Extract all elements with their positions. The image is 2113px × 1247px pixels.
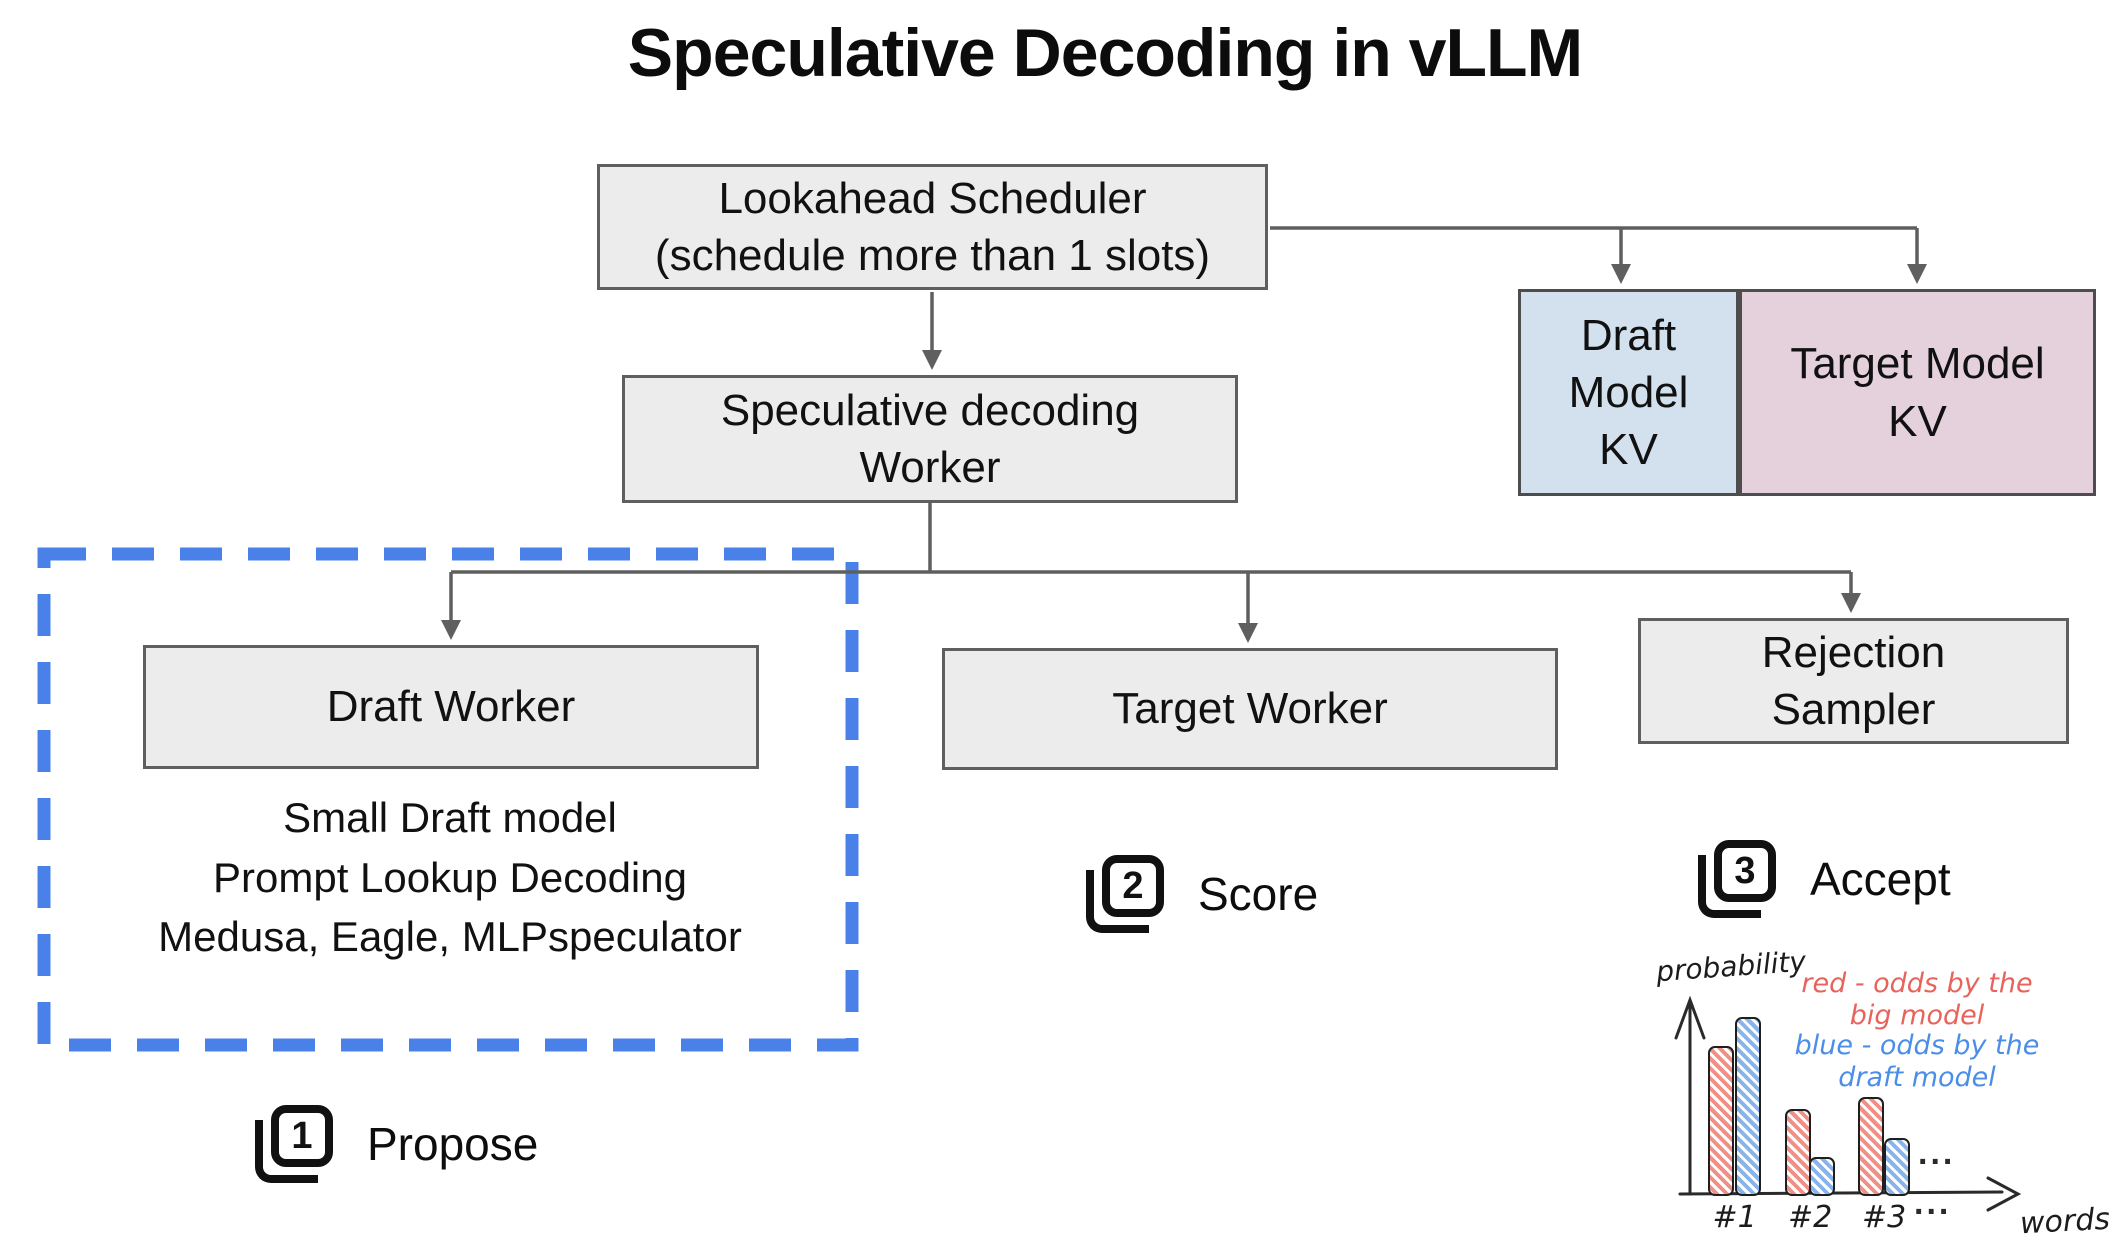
step-label-propose: Propose xyxy=(367,1118,539,1170)
bar-blue-2 xyxy=(1809,1157,1835,1196)
chart-legend-red: red - odds by the big model xyxy=(1801,968,2033,1031)
step-label-score: Score xyxy=(1198,868,1319,920)
ellipsis-below-axis: ... xyxy=(1914,1184,1952,1222)
x-axis xyxy=(1678,1190,2004,1196)
bar-red-2 xyxy=(1785,1109,1811,1196)
bar-red-1 xyxy=(1708,1046,1734,1196)
step-accept: 3 Accept xyxy=(1698,840,1951,918)
chart-category-label: #2 xyxy=(1788,1200,1833,1235)
node-target-model-kv: Target Model KV xyxy=(1739,289,2096,496)
bar-red-3 xyxy=(1858,1097,1884,1196)
chart-axes xyxy=(1674,995,2022,1212)
node-draft-worker: Draft Worker xyxy=(143,645,759,769)
x-axis-label: words xyxy=(2019,1201,2111,1242)
node-target-worker: Target Worker xyxy=(942,648,1558,770)
y-axis-arrowhead xyxy=(1674,995,1706,1040)
step-number: 2 xyxy=(1102,855,1164,917)
step-label-accept: Accept xyxy=(1810,853,1951,905)
filter-2-icon: 2 xyxy=(1086,855,1164,933)
draft-worker-details: Small Draft model Prompt Lookup Decoding… xyxy=(158,794,742,961)
step-number: 1 xyxy=(271,1105,333,1167)
node-speculative-decoding-worker: Speculative decoding Worker xyxy=(622,375,1238,503)
ellipsis-above-axis: ... xyxy=(1918,1134,1956,1172)
chart-category-label: #3 xyxy=(1862,1200,1907,1235)
node-lookahead-scheduler: Lookahead Scheduler (schedule more than … xyxy=(597,164,1268,290)
node-rejection-sampler: Rejection Sampler xyxy=(1638,618,2069,744)
bar-blue-3 xyxy=(1884,1138,1910,1196)
chart-category-label: #1 xyxy=(1712,1200,1757,1235)
filter-3-icon: 3 xyxy=(1698,840,1776,918)
step-propose: 1 Propose xyxy=(255,1105,538,1183)
probability-chart: probability words ... ... #1#2#3 xyxy=(1655,945,2113,1247)
node-draft-model-kv: Draft Model KV xyxy=(1518,289,1739,496)
bar-blue-1 xyxy=(1735,1017,1761,1196)
step-number: 3 xyxy=(1714,840,1776,902)
chart-legend-blue: blue - odds by the draft model xyxy=(1794,1030,2040,1093)
filter-1-icon: 1 xyxy=(255,1105,333,1183)
step-score: 2 Score xyxy=(1086,855,1318,933)
x-axis-arrowhead xyxy=(1986,1176,2022,1212)
page-title: Speculative Decoding in vLLM xyxy=(627,15,1583,91)
